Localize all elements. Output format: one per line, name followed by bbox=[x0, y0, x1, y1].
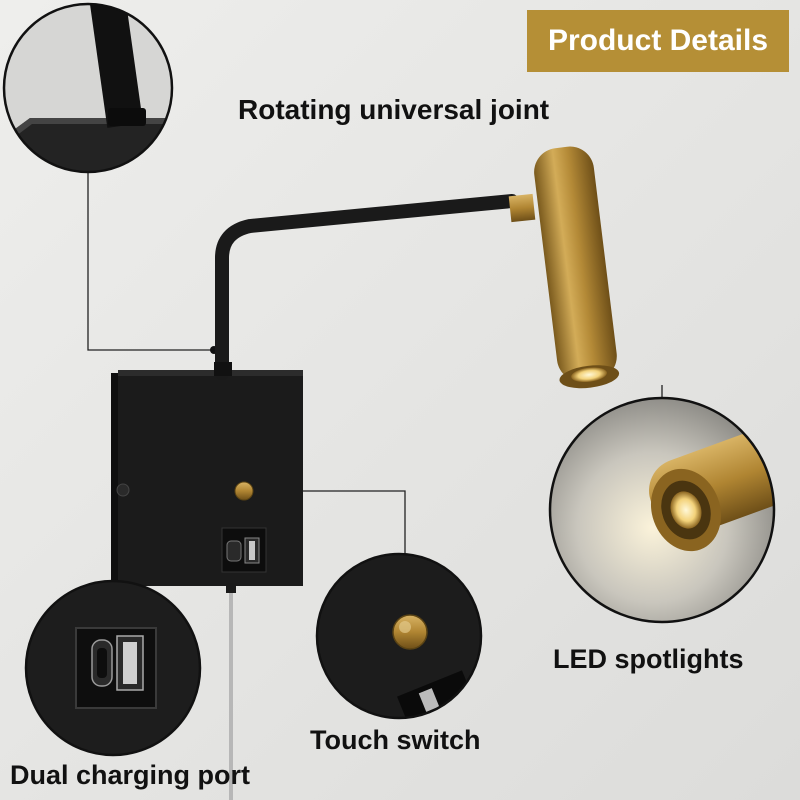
callout-led-spotlights: LED spotlights bbox=[553, 644, 744, 674]
wall-plate bbox=[111, 370, 303, 586]
callout-touch-switch: Touch switch bbox=[310, 725, 481, 755]
product-details-badge: Product Details bbox=[527, 10, 789, 72]
callout-rotating-joint: Rotating universal joint bbox=[238, 94, 550, 125]
power-cord bbox=[229, 586, 233, 800]
inset-touch-closeup bbox=[317, 554, 481, 718]
spotlight-tube bbox=[534, 146, 620, 389]
callout-dual-charging-port: Dual charging port bbox=[10, 760, 251, 790]
inset-port-closeup bbox=[26, 581, 200, 755]
lamp-arm bbox=[214, 193, 536, 380]
inset-led-closeup bbox=[550, 398, 774, 622]
